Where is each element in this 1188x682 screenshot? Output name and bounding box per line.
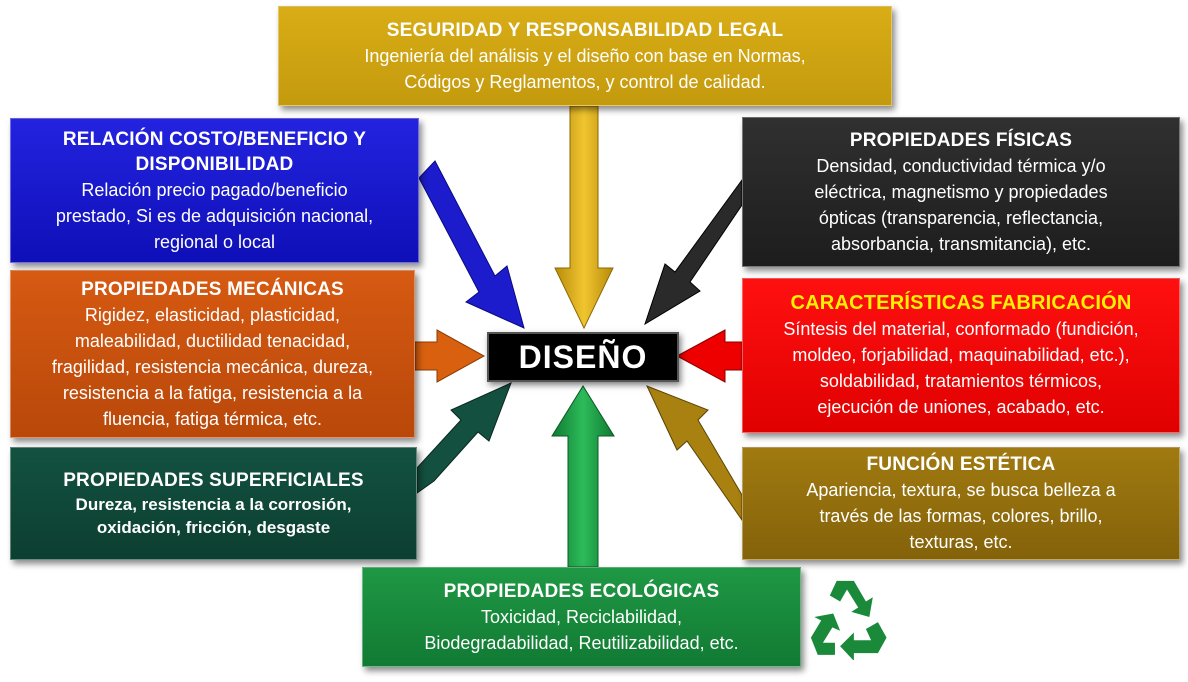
box-text-line: ejecución de uniones, acabado, etc. xyxy=(817,397,1105,417)
box-text-line: través de las formas, colores, brillo, xyxy=(819,506,1103,526)
arrow-fisicas xyxy=(644,178,743,326)
box-text-line: Ingeniería del análisis y el diseño con … xyxy=(364,45,806,66)
arrow-fabricacion xyxy=(675,329,743,383)
box-text-line: resistencia a la fatiga, resistencia a l… xyxy=(62,382,363,403)
box-text-line: Densidad, conductividad térmica y/o xyxy=(816,155,1106,176)
box-caracteristicas-fabricacion: CARACTERÍSTICAS FABRICACIÓN Síntesis del… xyxy=(742,278,1180,433)
box-text-line: Rigidez, elasticidad, plasticidad, xyxy=(84,304,341,325)
arrow-seguridad xyxy=(554,105,614,330)
box-text-line: eléctrica, magnetismo y propiedades xyxy=(814,181,1108,202)
box-text-line: Apariencia, textura, se busca belleza a xyxy=(806,480,1116,500)
box-text-line: Toxicidad, Reciclabilidad, xyxy=(480,606,683,627)
box-funcion-estetica: FUNCIÓN ESTÉTICA Apariencia, textura, se… xyxy=(742,447,1180,560)
box-text-line: regional o local xyxy=(153,231,276,252)
box-costo-beneficio: RELACIÓN COSTO/BENEFICIO Y DISPONIBILIDA… xyxy=(10,118,419,263)
box-text-line: moldeo, forjabilidad, maquinabilidad, et… xyxy=(792,345,1130,365)
arrow-costo xyxy=(418,160,525,329)
box-text-line: maleabilidad, ductilidad tenacidad, xyxy=(74,330,351,351)
box-title: FUNCIÓN ESTÉTICA xyxy=(866,454,1056,475)
box-title: SEGURIDAD Y RESPONSABILIDAD LEGAL xyxy=(386,19,784,41)
arrow-ecologicas xyxy=(551,385,615,568)
box-text-line: absorbancia, transmitancia), etc. xyxy=(830,233,1092,254)
recycle-icon xyxy=(810,580,887,660)
box-text-line: prestado, Si es de adquisición nacional, xyxy=(55,205,374,226)
arrow-mecanicas xyxy=(414,329,486,383)
box-seguridad-responsabilidad-legal: SEGURIDAD Y RESPONSABILIDAD LEGAL Ingeni… xyxy=(278,6,892,106)
box-title: PROPIEDADES MECÁNICAS xyxy=(81,278,344,300)
arrow-superficiales xyxy=(416,382,512,494)
box-title: PROPIEDADES SUPERFICIALES xyxy=(63,470,364,491)
box-text-line: ópticas (transparencia, reflectancia, xyxy=(818,207,1104,228)
box-title: PROPIEDADES FÍSICAS xyxy=(849,129,1073,151)
box-text-line: Dureza, resistencia a la corrosión, xyxy=(75,495,352,514)
box-title: RELACIÓN COSTO/BENEFICIO Y xyxy=(62,128,367,150)
box-text-line: fluencia, fatiga térmica, etc. xyxy=(102,408,323,429)
box-propiedades-fisicas: PROPIEDADES FÍSICAS Densidad, conductivi… xyxy=(742,117,1180,267)
box-propiedades-superficiales: PROPIEDADES SUPERFICIALES Dureza, resist… xyxy=(10,447,417,560)
box-text-line: soldabilidad, tratamientos térmicos, xyxy=(819,371,1103,391)
box-text-line: Biodegradabilidad, Reutilizabilidad, etc… xyxy=(424,632,739,653)
box-text-line: Relación precio pagado/beneficio xyxy=(81,179,348,200)
box-text-line: oxidación, fricción, desgaste xyxy=(96,518,331,537)
box-propiedades-mecanicas: PROPIEDADES MECÁNICAS Rigidez, elasticid… xyxy=(10,270,415,438)
box-text-line: fragilidad, resistencia mecánica, dureza… xyxy=(51,356,374,377)
box-text-line: Códigos y Reglamentos, y control de cali… xyxy=(404,71,766,92)
box-title: DISPONIBILIDAD xyxy=(135,153,294,175)
box-title: PROPIEDADES ECOLÓGICAS xyxy=(443,580,720,602)
box-text-line: Síntesis del material, conformado (fundi… xyxy=(783,319,1139,339)
arrow-estetica xyxy=(646,385,743,522)
box-text-line: texturas, etc. xyxy=(909,532,1013,552)
center-diseno-box: DISEÑO xyxy=(487,332,679,382)
box-propiedades-ecologicas: PROPIEDADES ECOLÓGICAS Toxicidad, Recicl… xyxy=(362,567,801,667)
box-title: CARACTERÍSTICAS FABRICACIÓN xyxy=(790,292,1132,314)
